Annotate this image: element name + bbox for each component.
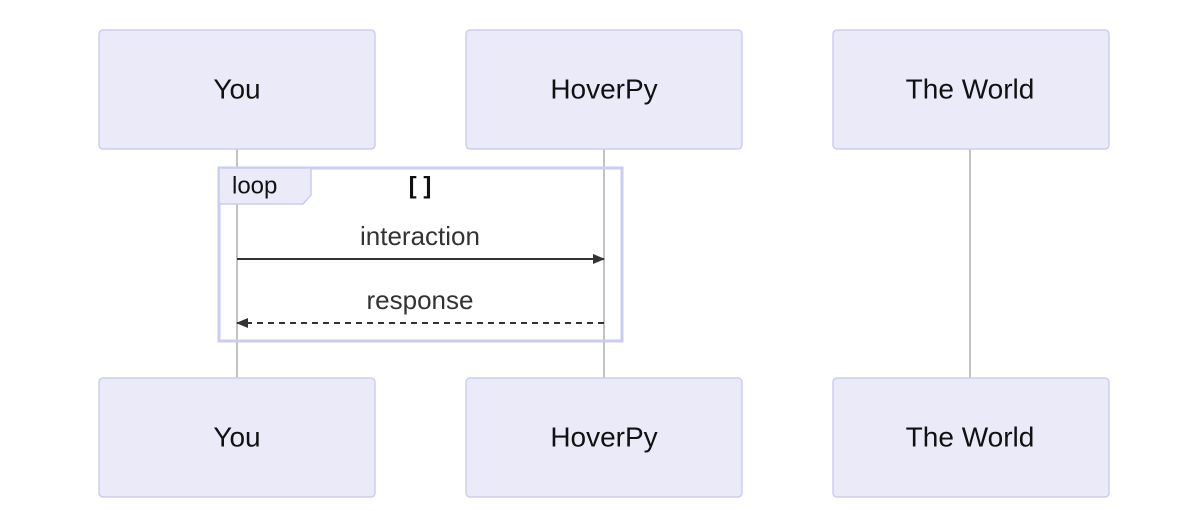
actor-world-bottom: The World <box>832 377 1110 498</box>
actor-hoverpy-bottom: HoverPy <box>465 377 743 498</box>
loop-condition: [ ] <box>409 173 432 200</box>
loop-tab <box>218 167 312 205</box>
actor-label: HoverPy <box>550 422 657 453</box>
loop-block: loop [ ] <box>217 166 624 343</box>
actor-label: The World <box>906 74 1035 105</box>
message-label: response <box>367 285 474 315</box>
actor-world-top: The World <box>832 29 1110 150</box>
actor-label: The World <box>906 422 1035 453</box>
actor-label: You <box>213 74 260 105</box>
message-interaction: interaction <box>237 221 605 264</box>
actor-label: You <box>213 422 260 453</box>
actor-hoverpy-top: HoverPy <box>465 29 743 150</box>
actor-label: HoverPy <box>550 74 657 105</box>
loop-frame <box>217 166 624 343</box>
loop-label: loop <box>232 173 277 200</box>
message-label: interaction <box>360 221 480 251</box>
actor-you-bottom: You <box>98 377 376 498</box>
message-response: response <box>236 285 604 328</box>
actor-you-top: You <box>98 29 376 150</box>
